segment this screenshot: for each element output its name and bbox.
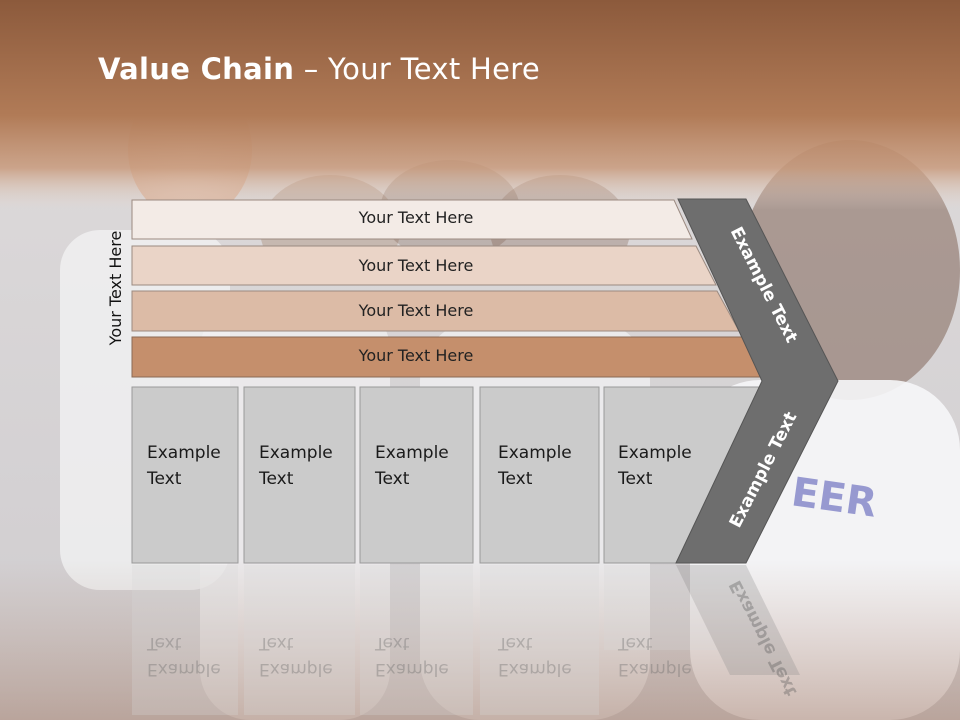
support-bar-3-label: Your Text Here [358,301,474,320]
reflection-line-1: Example [618,659,692,679]
label-line-2: Text [498,469,533,489]
activity-box-1-reflection: Example Text [147,630,221,682]
margin-chevron[interactable] [675,198,839,564]
reflection [132,565,800,715]
label-line-2: Text [259,469,294,489]
activity-box-2-reflection: Example Text [259,630,333,682]
activity-box-4-reflection: Example Text [498,630,572,682]
label-line-1: Example [259,443,333,463]
reflection-line-2: Text [618,633,653,653]
slide-title: Value Chain – Your Text Here [98,52,540,86]
reflection-line-1: Example [259,659,333,679]
activity-box-1[interactable] [131,386,239,564]
support-bar-2[interactable] [131,245,717,286]
reflection-line-1: Example [147,659,221,679]
support-bar-1[interactable] [131,199,693,240]
title-bold: Value Chain [98,52,295,86]
label-line-1: Example [618,443,692,463]
label-line-2: Text [147,469,182,489]
support-bar-2-label: Your Text Here [358,256,474,275]
label-line-2: Text [375,469,410,489]
title-rest: – Your Text Here [294,52,540,86]
support-bar-4-label: Your Text Here [358,346,474,365]
support-bar-1-label: Your Text Here [358,208,474,227]
label-line-1: Example [147,443,221,463]
activity-box-4[interactable] [479,386,600,564]
activity-box-2[interactable] [243,386,356,564]
reflection-line-2: Text [375,633,410,653]
activity-box-5-reflection: Example Text [618,630,692,682]
label-line-2: Text [618,469,653,489]
reflection-line-2: Text [498,633,533,653]
label-line-1: Example [498,443,572,463]
reflection-line-1: Example [498,659,572,679]
activity-box-3[interactable] [359,386,474,564]
activity-box-3-reflection: Example Text [375,630,449,682]
reflection-line-1: Example [375,659,449,679]
reflection-line-2: Text [259,633,294,653]
label-line-1: Example [375,443,449,463]
reflection-line-2: Text [147,633,182,653]
